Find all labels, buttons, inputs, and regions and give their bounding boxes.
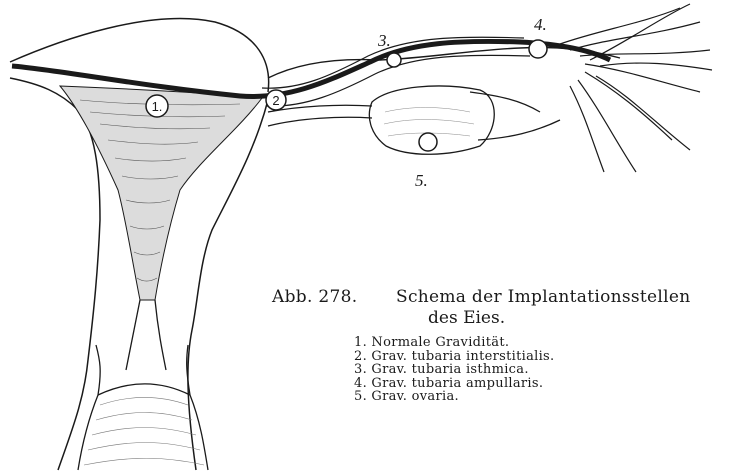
- cervix-shading: [84, 398, 204, 466]
- figure-number: Abb. 278.: [272, 287, 396, 307]
- ovary: [268, 86, 560, 154]
- fimbriae: [560, 4, 712, 172]
- figure-caption: Abb. 278.Schema der Implantationsstellen…: [272, 287, 729, 404]
- marker-5: 5.: [415, 171, 428, 190]
- uterine-cavity: [60, 86, 262, 300]
- legend-item: 4. Grav. tubaria ampullaris.: [354, 377, 729, 391]
- ovary-texture: [384, 108, 474, 137]
- site-4-circle: [529, 40, 547, 58]
- caption-title: Schema der Implantationsstellen: [396, 287, 691, 307]
- caption-title-line1: Abb. 278.Schema der Implantationsstellen: [272, 287, 729, 307]
- site-3-circle: [387, 53, 401, 67]
- legend-item: 3. Grav. tubaria isthmica.: [354, 363, 729, 377]
- ligament-band: [268, 47, 620, 78]
- marker-1: 1.: [152, 99, 163, 114]
- site-5-circle: [419, 133, 437, 151]
- marker-3: 3.: [377, 31, 391, 50]
- marker-2: 2: [272, 93, 279, 108]
- caption-title-line2: des Eies.: [428, 308, 729, 328]
- legend-list: 1. Normale Gravidität. 2. Grav. tubaria …: [354, 336, 729, 404]
- legend-item: 2. Grav. tubaria interstitialis.: [354, 350, 729, 364]
- legend-item: 1. Normale Gravidität.: [354, 336, 729, 350]
- marker-4: 4.: [534, 15, 547, 34]
- legend-item: 5. Grav. ovaria.: [354, 390, 729, 404]
- cervix: [78, 300, 208, 470]
